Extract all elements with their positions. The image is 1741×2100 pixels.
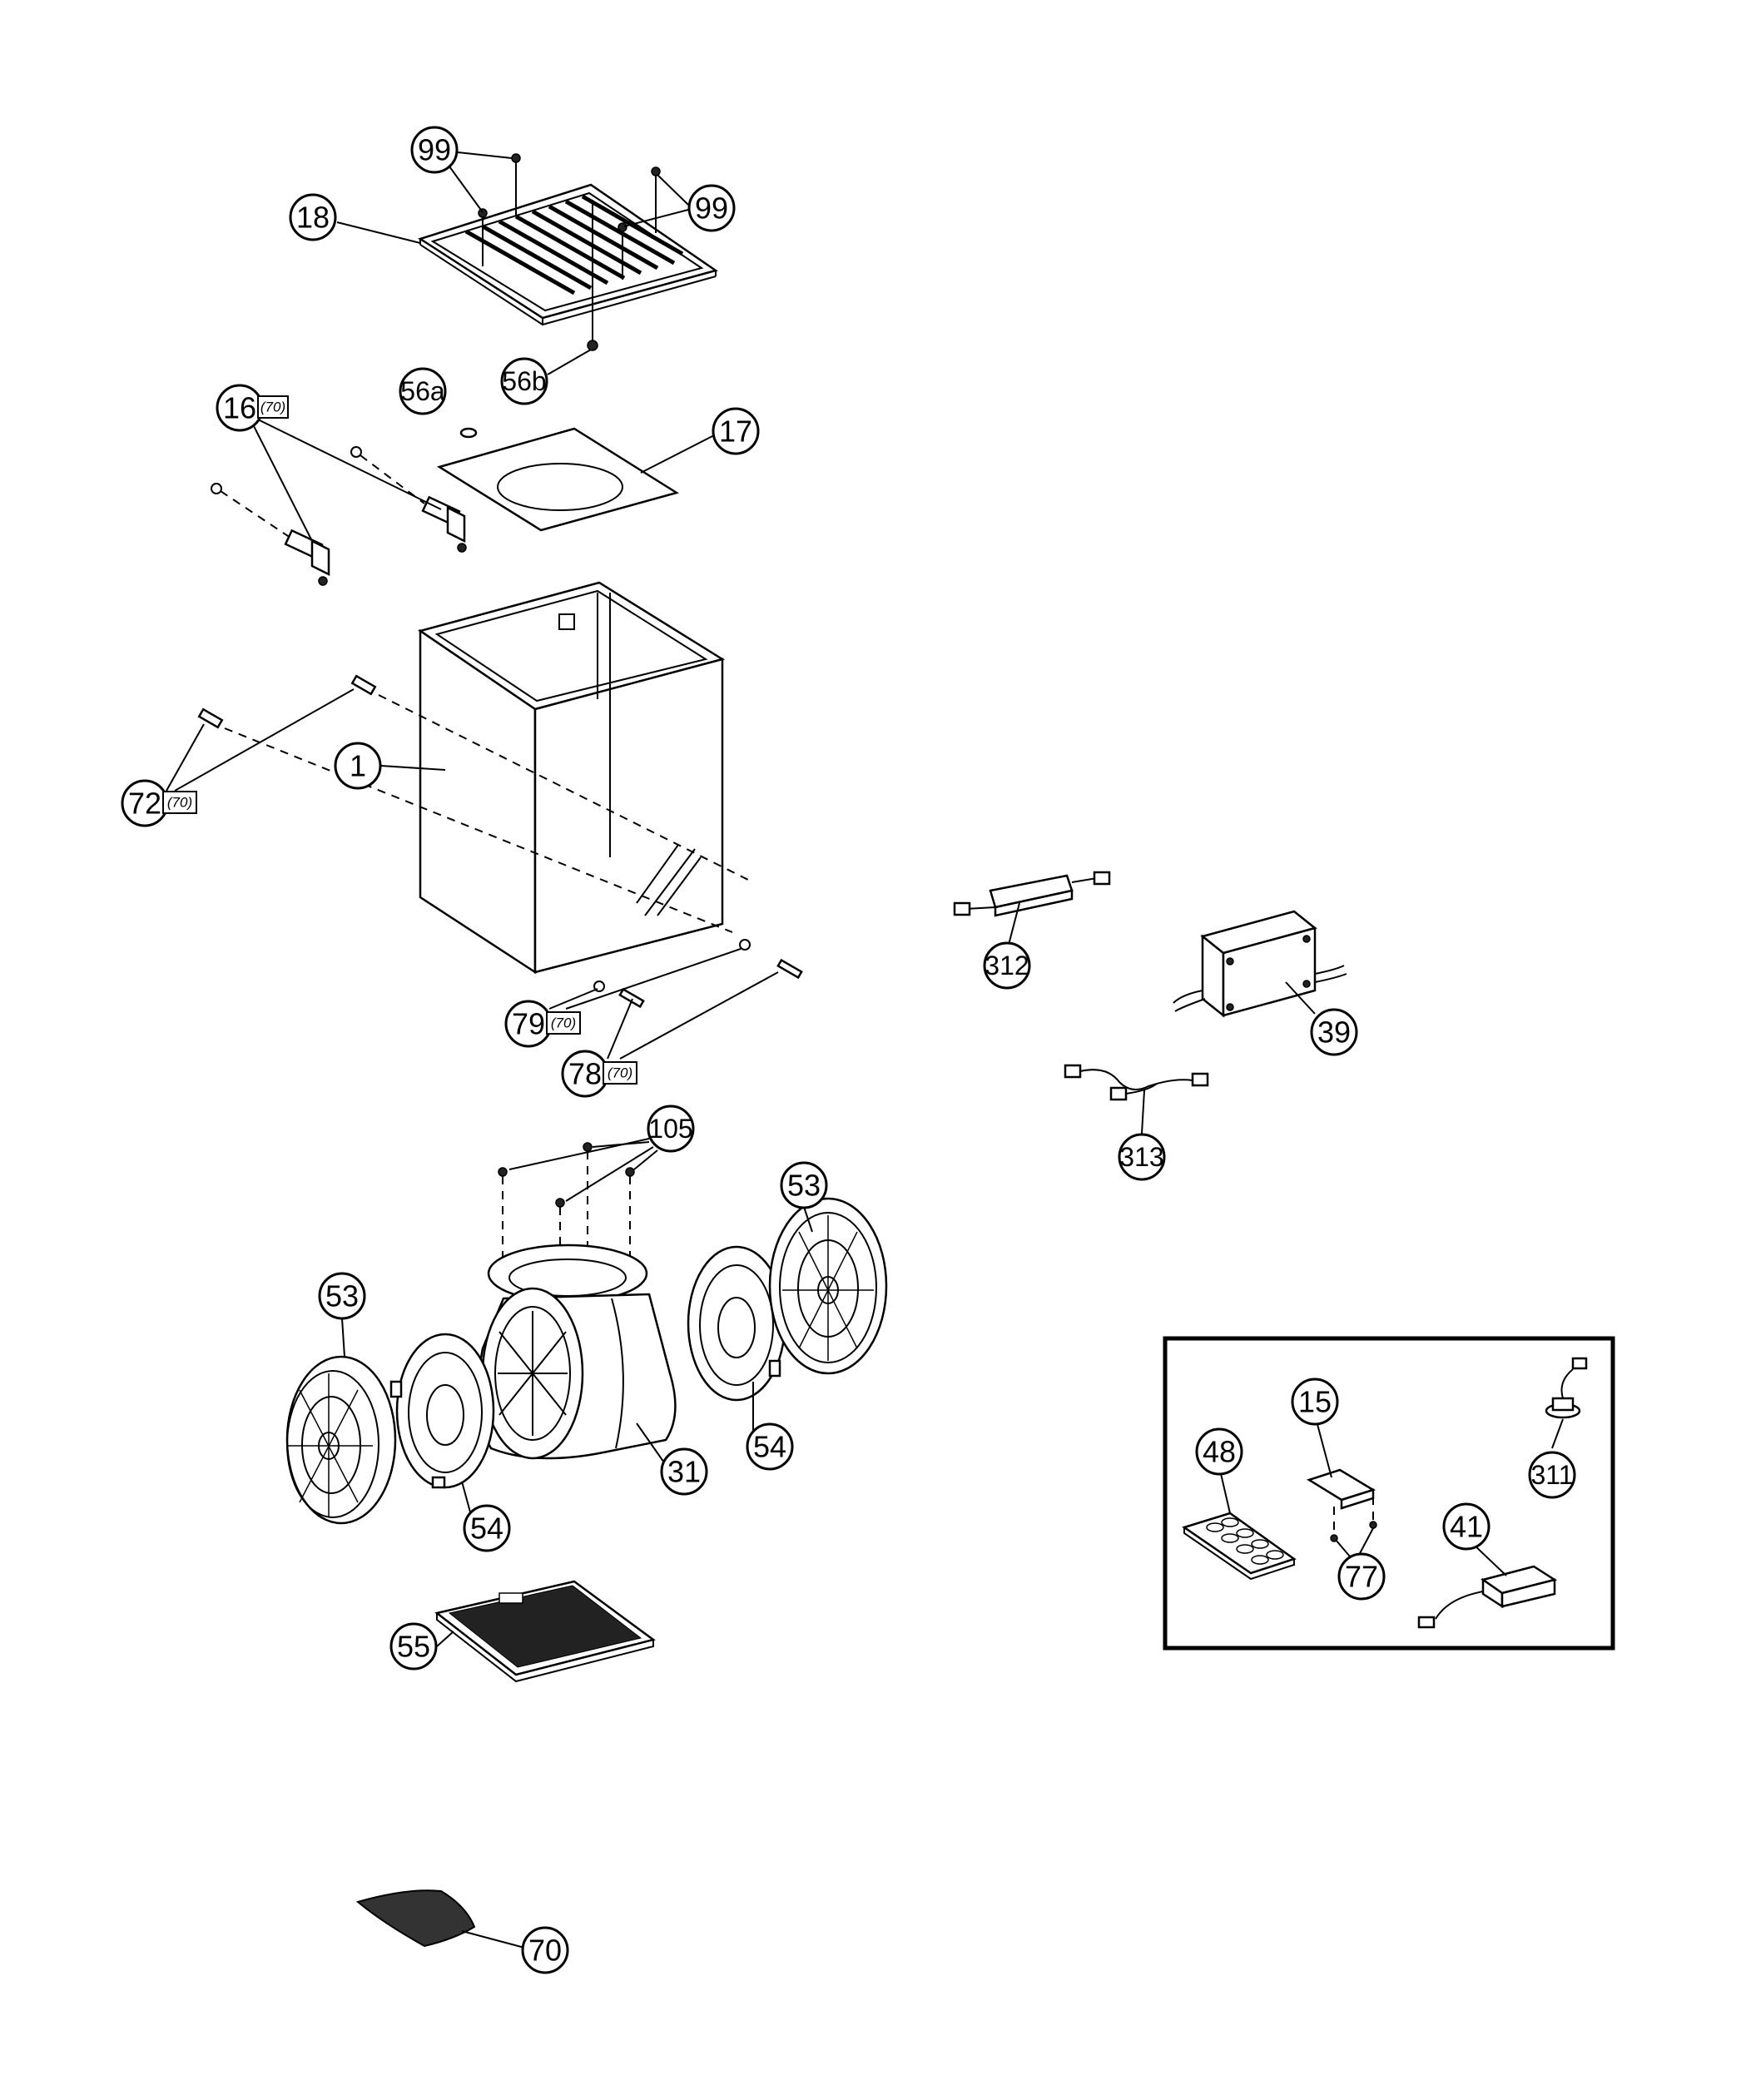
callout-77: 77 (1337, 1552, 1386, 1601)
part-41-module (1417, 1565, 1558, 1629)
svg-text:78: 78 (568, 1057, 602, 1091)
part-16-brackets (211, 446, 467, 586)
svg-text:70: 70 (528, 1934, 562, 1968)
part-53-carbon-filter-right (768, 1197, 888, 1375)
part-55-grease-filter (434, 1580, 656, 1683)
svg-text:54: 54 (470, 1512, 503, 1546)
callout-17: 17 (712, 407, 760, 455)
svg-text:56a: 56a (400, 376, 445, 406)
part-15-bracket (1307, 1468, 1377, 1542)
part-56b-nut (587, 200, 598, 351)
callout-53-left: 53 (318, 1272, 366, 1320)
svg-text:99: 99 (418, 133, 451, 167)
callout-313: 313 (1118, 1133, 1166, 1181)
callout-311: 311 (1528, 1451, 1576, 1499)
svg-text:313: 313 (1119, 1142, 1163, 1172)
part-311-sensor (1545, 1357, 1588, 1419)
svg-text:16: 16 (223, 391, 256, 425)
svg-text:99: 99 (695, 191, 728, 226)
svg-text:77: 77 (1345, 1560, 1378, 1594)
leader-lines (166, 151, 1564, 1949)
svg-text:31: 31 (667, 1455, 701, 1489)
svg-text:41: 41 (1450, 1510, 1483, 1544)
callout-54-left: 54 (463, 1504, 511, 1552)
svg-text:54: 54 (753, 1430, 786, 1464)
part-31-blower (477, 1244, 677, 1460)
svg-text:55: 55 (397, 1630, 430, 1664)
part-17-mounting-plate (436, 427, 680, 532)
svg-text:(70): (70) (551, 1015, 576, 1031)
callout-312: 312 (983, 941, 1031, 990)
part-1-chimney-box (418, 581, 726, 975)
part-54-adapter-left (389, 1333, 495, 1489)
part-56a-washer (459, 427, 478, 439)
callout-99b: 99 (687, 184, 736, 232)
svg-text:53: 53 (325, 1279, 359, 1313)
part-53-carbon-filter-left (285, 1355, 397, 1525)
svg-text:1: 1 (350, 749, 366, 783)
callout-53-right: 53 (780, 1161, 828, 1209)
callout-79: 79 (70) (504, 1000, 581, 1048)
callout-72: 72 (70) (121, 779, 197, 827)
svg-text:15: 15 (1298, 1385, 1332, 1419)
callout-78: 78 (70) (561, 1050, 637, 1098)
svg-text:39: 39 (1317, 1015, 1351, 1050)
part-79-washers (593, 939, 751, 992)
callout-55: 55 (389, 1622, 438, 1671)
callout-31: 31 (660, 1447, 708, 1496)
svg-text:312: 312 (985, 951, 1029, 980)
part-99-screws (478, 153, 661, 280)
svg-text:79: 79 (512, 1007, 545, 1041)
part-54-adapter-right (687, 1245, 786, 1402)
callout-15: 15 (1291, 1378, 1339, 1426)
svg-text:311: 311 (1530, 1460, 1573, 1490)
svg-text:18: 18 (296, 201, 330, 235)
svg-text:(70): (70) (260, 400, 285, 415)
svg-text:72: 72 (128, 787, 161, 821)
svg-text:(70): (70) (167, 795, 192, 811)
part-18-top-grille (418, 183, 718, 326)
part-39-junction-box (1173, 910, 1347, 1018)
part-48-remote (1182, 1512, 1297, 1581)
svg-text:105: 105 (648, 1114, 692, 1144)
accessory-kit-box (1163, 1336, 1615, 1651)
part-312-transformer (953, 871, 1111, 917)
svg-text:48: 48 (1203, 1435, 1236, 1469)
svg-text:56b: 56b (502, 366, 546, 396)
svg-text:(70): (70) (608, 1065, 632, 1081)
callout-1: 1 (334, 742, 382, 790)
callout-41: 41 (1442, 1502, 1491, 1551)
callout-105: 105 (647, 1105, 695, 1153)
callout-99a: 99 (410, 126, 459, 174)
callout-54-right: 54 (746, 1422, 794, 1471)
callout-56b: 56b (500, 357, 548, 405)
part-78-screws (618, 958, 803, 1009)
callout-16: 16 (70) (216, 384, 289, 432)
svg-text:53: 53 (787, 1169, 821, 1203)
callout-56a: 56a (399, 367, 447, 415)
callout-48: 48 (1195, 1427, 1243, 1476)
part-313-wire-harness (1064, 1064, 1209, 1101)
callout-70: 70 (521, 1926, 569, 1974)
part-72-pins (197, 674, 754, 933)
callout-18: 18 (289, 193, 337, 241)
svg-text:17: 17 (719, 415, 752, 449)
part-70-mesh-filter (355, 1889, 476, 1948)
callout-39: 39 (1310, 1008, 1358, 1056)
